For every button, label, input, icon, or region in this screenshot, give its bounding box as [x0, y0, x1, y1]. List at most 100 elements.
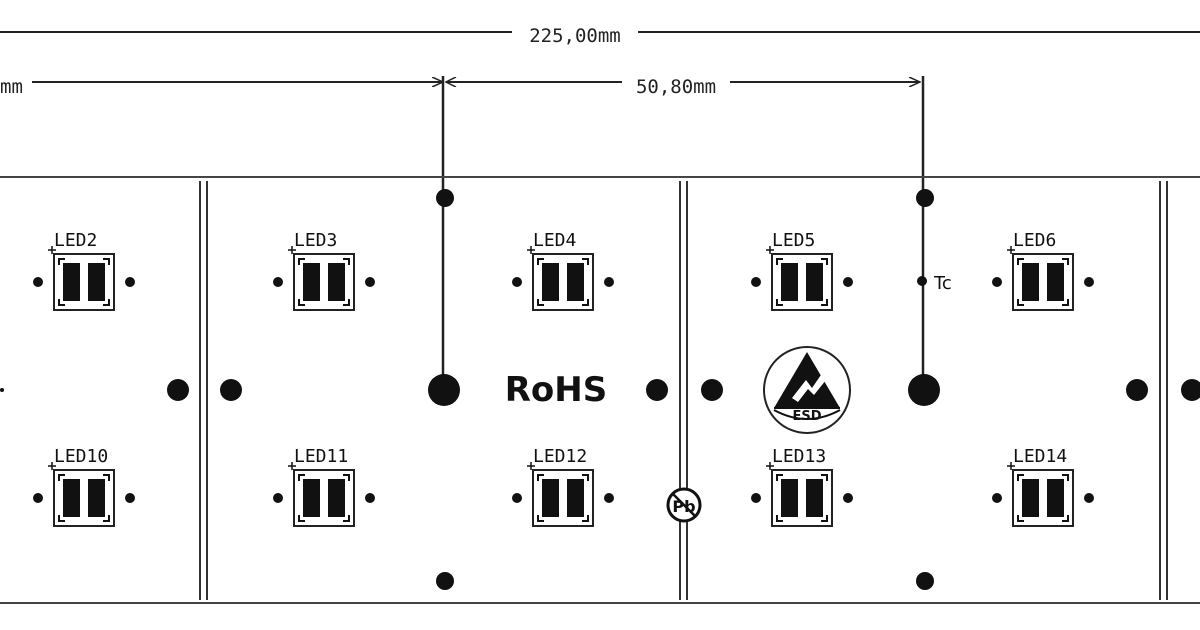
segment-separator-1	[199, 181, 208, 600]
corner-mark	[58, 299, 65, 306]
led-side-dot-left	[992, 277, 1002, 287]
led-pad-right	[806, 479, 823, 517]
tc-marker: Tc	[917, 273, 952, 294]
corner-mark	[1017, 258, 1024, 265]
corner-mark	[58, 258, 65, 265]
corner-mark	[343, 299, 350, 306]
led-side-dot-right	[604, 277, 614, 287]
corner-mark	[343, 515, 350, 522]
led-side-dot-right	[604, 493, 614, 503]
corner-mark	[1062, 258, 1069, 265]
corner-mark	[537, 515, 544, 522]
led-side-dot-right	[843, 277, 853, 287]
led-pad-left	[63, 479, 80, 517]
led-footprint: LED13	[751, 446, 853, 527]
pitch-dimension: 50,80mm	[446, 76, 920, 98]
pb-free-icon: Pb	[666, 487, 702, 523]
led-footprint: LED11	[273, 446, 375, 527]
led-pad-left	[303, 479, 320, 517]
corner-mark	[582, 299, 589, 306]
segment-separator-2	[679, 181, 688, 600]
corner-mark	[821, 474, 828, 481]
corner-mark	[298, 299, 305, 306]
polarity-mark	[766, 246, 774, 254]
left-dimension-label: mm	[0, 76, 23, 98]
corner-mark	[58, 474, 65, 481]
led-side-dot-right	[1084, 277, 1094, 287]
corner-mark	[343, 258, 350, 265]
corner-mark	[1017, 474, 1024, 481]
led-pad-left	[63, 263, 80, 301]
led-pad-right	[806, 263, 823, 301]
corner-mark	[1017, 515, 1024, 522]
corner-mark	[58, 515, 65, 522]
led-label: LED5	[772, 230, 815, 251]
led-label: LED10	[54, 446, 108, 467]
corner-mark	[776, 258, 783, 265]
middle-pad-6	[908, 374, 940, 406]
led-label: LED2	[54, 230, 97, 251]
mounting-hole-bottom-1	[436, 572, 454, 590]
polarity-mark	[1007, 246, 1015, 254]
corner-mark	[821, 299, 828, 306]
led-side-dot-right	[125, 493, 135, 503]
led-pad-left	[1022, 479, 1039, 517]
led-footprint: LED3	[273, 230, 375, 311]
led-side-dot-left	[512, 277, 522, 287]
corner-mark	[537, 474, 544, 481]
led-label: LED6	[1013, 230, 1056, 251]
corner-mark	[1062, 474, 1069, 481]
led-pad-right	[567, 263, 584, 301]
corner-mark	[821, 258, 828, 265]
led-pad-right	[88, 479, 105, 517]
corner-mark	[582, 258, 589, 265]
led-side-dot-right	[1084, 493, 1094, 503]
edge-pad-left	[0, 388, 4, 392]
corner-mark	[298, 258, 305, 265]
led-label: LED4	[533, 230, 576, 251]
led-side-dot-left	[992, 493, 1002, 503]
corner-mark	[821, 515, 828, 522]
esd-icon: ESD	[763, 346, 851, 434]
rohs-label: RoHS	[505, 370, 607, 410]
led-pad-left	[781, 479, 798, 517]
led-footprint: LED14	[992, 446, 1094, 527]
corner-mark	[776, 299, 783, 306]
polarity-mark	[527, 462, 535, 470]
polarity-mark	[288, 462, 296, 470]
corner-mark	[537, 258, 544, 265]
led-footprint: LED2	[33, 230, 135, 311]
led-label: LED13	[772, 446, 826, 467]
led-side-dot-right	[125, 277, 135, 287]
led-side-dot-left	[751, 277, 761, 287]
led-label: LED11	[294, 446, 348, 467]
corner-mark	[298, 474, 305, 481]
led-footprint: LED10	[33, 446, 135, 527]
corner-mark	[103, 515, 110, 522]
polarity-mark	[288, 246, 296, 254]
overall-dimension-label: 225,00mm	[529, 25, 621, 47]
corner-mark	[582, 515, 589, 522]
corner-mark	[103, 474, 110, 481]
led-side-dot-right	[843, 493, 853, 503]
middle-pad-2	[220, 379, 242, 401]
corner-mark	[1062, 299, 1069, 306]
led-footprint: LED5	[751, 230, 853, 311]
middle-pad-3	[428, 374, 460, 406]
middle-pad-1	[167, 379, 189, 401]
corner-mark	[1017, 299, 1024, 306]
middle-pad-4	[646, 379, 668, 401]
led-pad-left	[542, 263, 559, 301]
led-pad-left	[303, 263, 320, 301]
led-pad-right	[1047, 263, 1064, 301]
corner-mark	[582, 474, 589, 481]
corner-mark	[343, 474, 350, 481]
polarity-mark	[527, 246, 535, 254]
led-side-dot-left	[273, 277, 283, 287]
led-pad-right	[567, 479, 584, 517]
led-footprint: LED4	[512, 230, 614, 311]
led-side-dot-left	[33, 277, 43, 287]
mounting-hole-top-2	[916, 189, 934, 207]
led-side-dot-right	[365, 493, 375, 503]
